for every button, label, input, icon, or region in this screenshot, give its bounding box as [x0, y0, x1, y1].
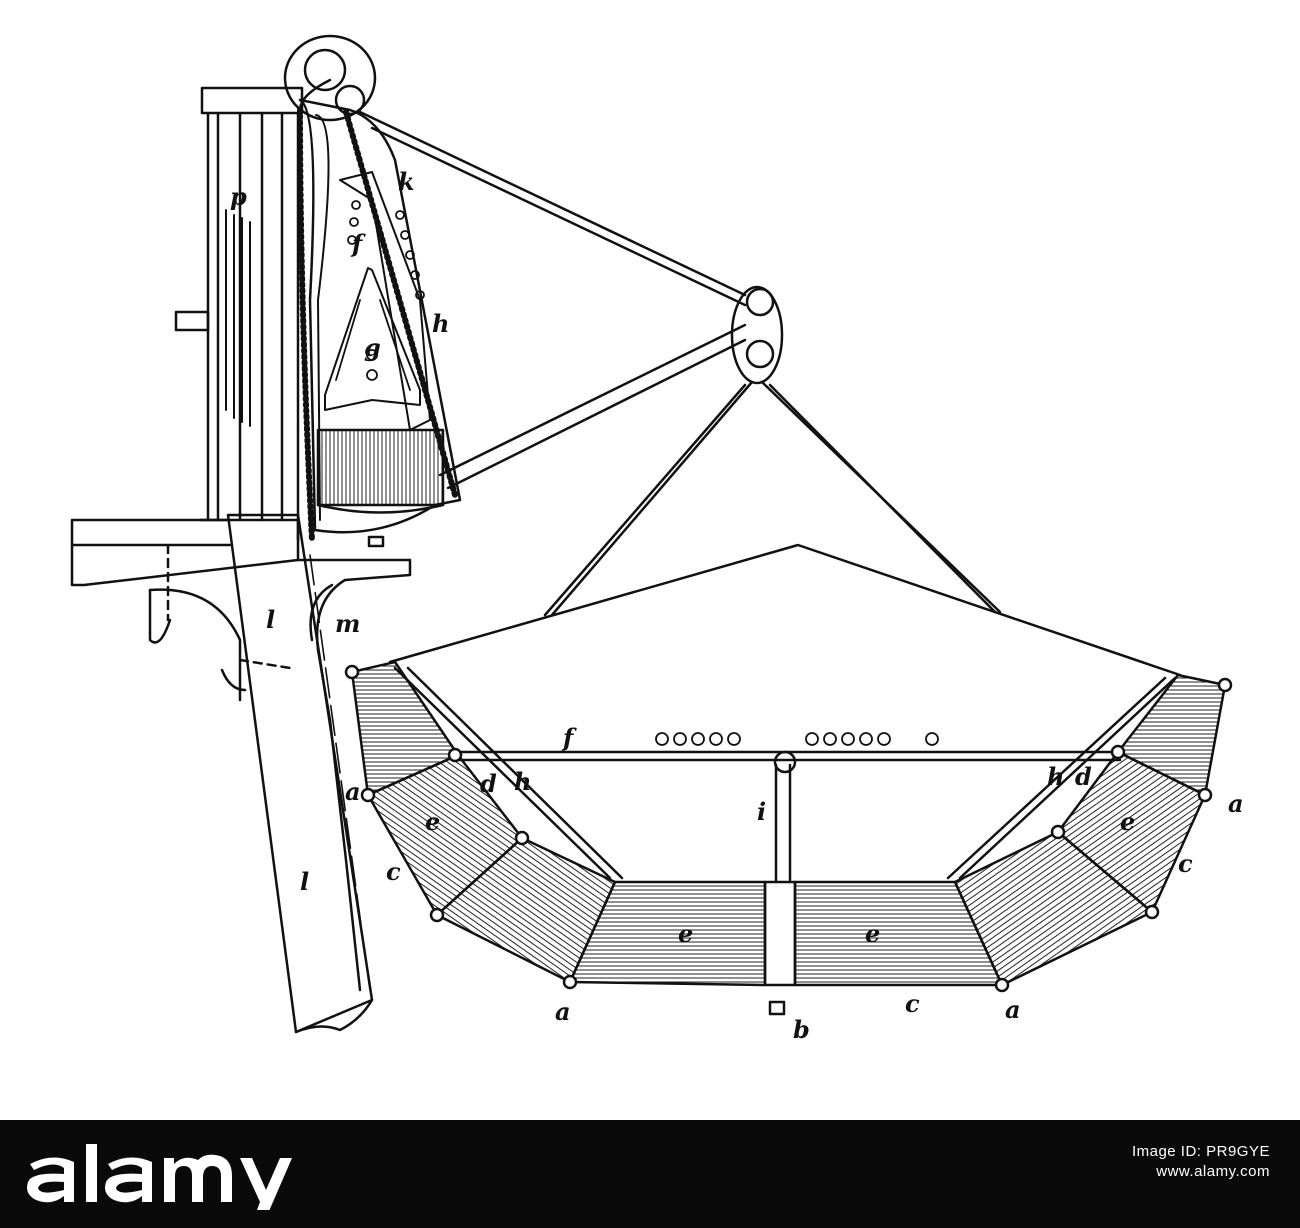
- label-i: i: [757, 797, 766, 826]
- label-e-left: e: [425, 807, 440, 836]
- label-b: b: [793, 1015, 810, 1044]
- label-d-right: d: [1075, 762, 1092, 791]
- stock-photo-footer: Image ID: PR9GYE www.alamy.com: [0, 1120, 1300, 1228]
- label-e-bottom-right: e: [865, 919, 880, 948]
- label-e-bottom-left: e: [678, 919, 693, 948]
- bridle: [543, 380, 1002, 617]
- lifting-rope: [358, 110, 747, 490]
- label-l-lower: l: [300, 867, 309, 896]
- folded-boat: [297, 98, 462, 548]
- alamy-logo: [27, 1144, 292, 1210]
- image-id-label: Image ID: PR9GYE: [1131, 1143, 1270, 1160]
- label-d-left: d: [480, 769, 497, 798]
- label-h-left: h: [514, 767, 531, 796]
- label-p: p: [230, 182, 247, 211]
- site-url: www.alamy.com: [1156, 1163, 1270, 1181]
- label-f-top: f: [350, 229, 366, 258]
- label-f-boat: f: [561, 723, 577, 752]
- label-a-left-mid: a: [345, 777, 361, 806]
- label-c-right: c: [1178, 849, 1193, 878]
- label-k: k: [398, 167, 415, 196]
- label-a-left-bottom: a: [555, 997, 571, 1026]
- lower-mast: [226, 513, 374, 1034]
- engraving-illustration: p k f h g l m l f d h i h d a e c a e b …: [70, 34, 1244, 1044]
- label-l-upper: l: [266, 605, 275, 634]
- label-a-right-bottom: a: [1005, 995, 1021, 1024]
- davit-bracket: [296, 558, 412, 992]
- label-c-left: c: [386, 857, 401, 886]
- label-a-right-mid: a: [1228, 789, 1244, 818]
- label-h-right: h: [1047, 762, 1064, 791]
- cover: [388, 543, 1182, 677]
- deck-beam: [70, 518, 300, 702]
- label-h-top: h: [432, 309, 449, 338]
- label-g: g: [364, 333, 381, 362]
- label-c-bottom: c: [905, 989, 920, 1018]
- expanded-boat: [344, 660, 1233, 1016]
- label-e-right: e: [1120, 807, 1135, 836]
- lower-block: [730, 285, 784, 385]
- label-m: m: [335, 609, 360, 638]
- diagram-labels: p k f h g l m l f d h i h d a e c a e b …: [230, 167, 1244, 1044]
- top-pulley: [283, 34, 377, 122]
- image-id-text: Image ID: PR9GYE www.alamy.com: [1132, 1142, 1270, 1183]
- mast: [174, 86, 304, 542]
